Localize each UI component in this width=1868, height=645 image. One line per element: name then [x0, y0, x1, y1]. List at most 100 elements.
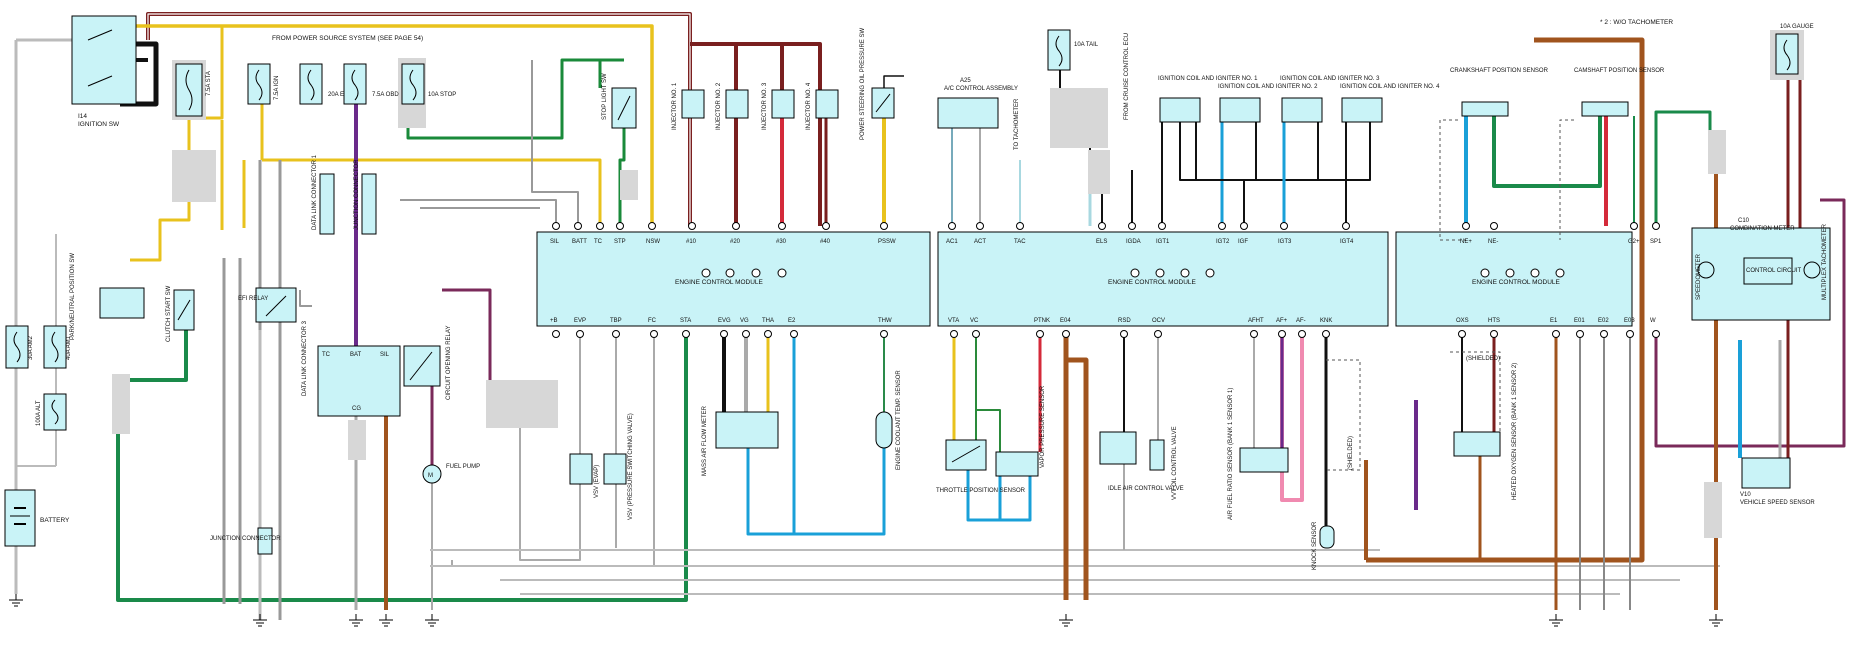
ecm-label-1: ENGINE CONTROL MODULE	[675, 279, 764, 286]
fuse-obd: 7.5A OBD	[343, 63, 399, 105]
vapor-pressure-sensor: VAPOR PRESSURE SENSOR	[995, 385, 1046, 477]
ecm-bottom-pin: W	[1650, 318, 1656, 324]
vehicle-speed-sensor: V10 VEHICLE SPEED SENSOR	[1740, 457, 1815, 506]
park-neutral-label: PARK/NEUTRAL POSITION SW	[70, 253, 76, 340]
fuse-alt-label: 100A ALT	[36, 400, 42, 426]
efi-relay-label: EFI RELAY	[238, 296, 268, 302]
wires	[14, 12, 1846, 620]
vvt-ocv: VVT OIL CONTROL VALVE	[1149, 426, 1178, 500]
ecm-top-pin: SP1	[1650, 239, 1662, 245]
svg-text:SIL: SIL	[380, 352, 390, 358]
fuse-am2: 30A AM2	[5, 325, 34, 369]
wire	[1179, 122, 1371, 181]
wire	[1654, 198, 1846, 448]
iac-valve: IDLE AIR CONTROL VALVE	[1099, 431, 1184, 492]
fuel-pump: M FUEL PUMP	[422, 464, 480, 484]
heated-o2-sensor: HEATED OXYGEN SENSOR (BANK 1 SENSOR 2) (…	[1453, 356, 1518, 500]
maf-label: MASS AIR FLOW METER	[702, 405, 708, 476]
ecm-bottom-pin: E2	[788, 318, 796, 324]
ecm-bottom-pin: EVP	[574, 318, 586, 324]
wire	[690, 42, 822, 226]
wire	[1654, 110, 1712, 226]
fuse-efi: 20A EFI	[299, 63, 350, 105]
ecm-section-1: ENGINE CONTROL MODULE	[536, 231, 931, 327]
ecm-section-3: ENGINE CONTROL MODULE	[1395, 231, 1633, 327]
injector-2-label: INJECTOR NO. 2	[716, 82, 722, 130]
fuse-tail: 10A TAIL	[1047, 29, 1099, 71]
ecm-top-pin: #10	[686, 239, 697, 245]
fuse-am1-label: 40A AM1	[66, 335, 72, 360]
ecm-bottom-pin: E04	[1060, 318, 1071, 324]
ecm-top-pin: #30	[776, 239, 787, 245]
vsv-pressure-label: VSV (PRESSURE SWITCHING VALVE)	[628, 413, 634, 520]
ecm-top-pin: SIL	[550, 239, 560, 245]
fuse-stop-label: 10A STOP	[428, 92, 456, 98]
wire	[451, 334, 655, 567]
ecm-grounds	[701, 268, 1565, 278]
ect-label: ENGINE COOLANT TEMP. SENSOR	[896, 370, 902, 470]
fuse-gauge: 10A GAUGE	[1770, 24, 1814, 80]
ecm-bottom-pin: TBP	[610, 318, 622, 324]
from-cruise-ecu: FROM CRUISE CONTROL ECU	[1124, 33, 1130, 120]
vss-label: VEHICLE SPEED SENSOR	[1740, 500, 1815, 506]
crank-sensor: CRANKSHAFT POSITION SENSOR	[1450, 68, 1549, 117]
ecm-top-pin: ELS	[1096, 239, 1107, 245]
svg-text:M: M	[428, 473, 433, 479]
tacho-label: MULTIPLEX TACHOMETER	[1822, 223, 1828, 300]
ecm-section-2: ENGINE CONTROL MODULE	[937, 231, 1389, 327]
wire	[442, 288, 492, 386]
vsv-evap: VSV (EVAP)	[569, 453, 600, 498]
vss-id: V10	[1740, 492, 1751, 498]
ac-control-id: A25	[960, 78, 971, 84]
crank-sensor-label: CRANKSHAFT POSITION SENSOR	[1450, 68, 1549, 74]
ecm-top-pin: BATT	[572, 239, 587, 245]
wire	[531, 60, 579, 226]
combo-meter-id: C10	[1738, 218, 1750, 224]
ho2-label: HEATED OXYGEN SENSOR (BANK 1 SENSOR 2)	[1512, 363, 1518, 500]
ignition-coils: IGNITION COIL AND IGNITER NO. 1 IGNITION…	[1158, 76, 1440, 123]
ect-sensor: ENGINE COOLANT TEMP. SENSOR	[875, 370, 902, 470]
ecm-top-pin: #20	[730, 239, 741, 245]
ecm-bottom-pin: E02	[1598, 318, 1609, 324]
ecm-top-pin: TAC	[1014, 239, 1026, 245]
ecm-top-pin: IGDA	[1126, 239, 1141, 245]
ecm-bottom-pin: VG	[740, 318, 749, 324]
wire	[400, 199, 557, 226]
cam-sensor-label: CAMSHAFT POSITION SENSOR	[1574, 68, 1665, 74]
ecm-top-pin: AC1	[946, 239, 958, 245]
wire	[299, 290, 312, 307]
vapor-label: VAPOR PRESSURE SENSOR	[1040, 385, 1046, 468]
ecm-bottom-pin: AFHT	[1248, 318, 1264, 324]
knock-label: KNOCK SENSOR	[1312, 521, 1318, 570]
clutch-start-sw: CLUTCH START SW	[166, 285, 195, 342]
wire	[120, 41, 159, 107]
ecm-top-pin: IGT1	[1156, 239, 1170, 245]
efi-relay: EFI RELAY	[238, 287, 297, 323]
speedometer-label: SPEEDOMETER	[1696, 253, 1702, 300]
tps-label: THROTTLE POSITION SENSOR	[936, 488, 1026, 494]
dlc1-label: DATA LINK CONNECTOR 1	[312, 154, 318, 230]
wire	[116, 334, 688, 602]
ecm-bottom-pin: KNK	[1320, 318, 1332, 324]
data-link-connector-3: TC BAT SIL CG DATA LINK CONNECTOR 3	[302, 320, 401, 417]
svg-text:BAT: BAT	[350, 352, 362, 358]
wire	[1280, 334, 1304, 502]
fuse-am1: 40A AM1	[43, 325, 72, 369]
ecm-bottom-pin: HTS	[1488, 318, 1500, 324]
stop-light-sw: STOP LIGHT SW	[602, 73, 637, 129]
injectors: INJECTOR NO. 1 INJECTOR NO. 2 INJECTOR N…	[672, 82, 839, 130]
wire	[1450, 351, 1501, 432]
tps: THROTTLE POSITION SENSOR	[936, 439, 1026, 494]
ecm-bottom-pin: OXS	[1456, 318, 1469, 324]
battery-label: BATTERY	[40, 517, 70, 524]
combination-meter: C10 COMBINATION METER CONTROL CIRCUIT SP…	[1691, 218, 1831, 321]
svg-text:TC: TC	[322, 352, 331, 358]
header-note: * 2 : W/O TACHOMETER	[1600, 19, 1673, 26]
vsv-pressure: VSV (PRESSURE SWITCHING VALVE)	[603, 413, 634, 520]
ecm-label-2: ENGINE CONTROL MODULE	[1108, 279, 1197, 286]
wire	[883, 75, 904, 88]
ecm-bottom-pin: THA	[762, 318, 774, 324]
ecm-bottom-pin: OCV	[1152, 318, 1165, 324]
